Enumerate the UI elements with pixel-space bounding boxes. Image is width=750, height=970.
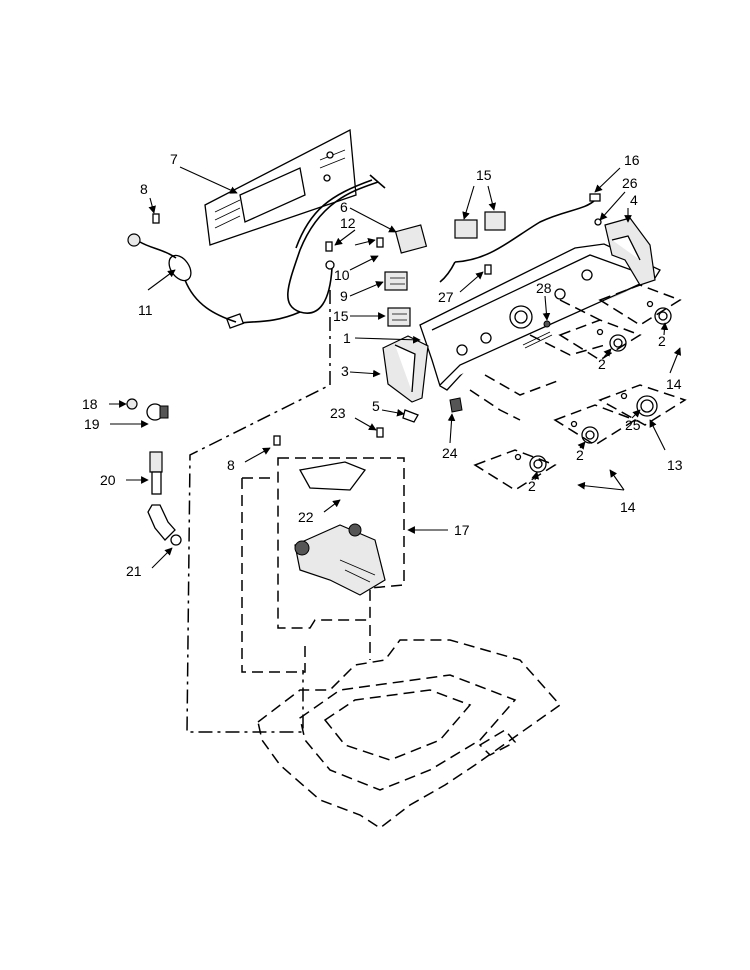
callout-19: 19 bbox=[84, 416, 100, 432]
callout-6: 6 bbox=[340, 199, 348, 215]
callout-5: 5 bbox=[372, 398, 380, 414]
control-console bbox=[419, 243, 661, 391]
knob-guide-lines bbox=[469, 284, 687, 491]
callout-20: 20 bbox=[100, 472, 116, 488]
callout-28: 28 bbox=[536, 280, 552, 296]
console-bracket bbox=[604, 217, 656, 286]
callout-12: 12 bbox=[340, 215, 356, 231]
callout-16: 16 bbox=[624, 152, 640, 168]
callout-15-left: 15 bbox=[333, 308, 349, 324]
callout-17: 17 bbox=[454, 522, 470, 538]
callout-22: 22 bbox=[298, 509, 314, 525]
inlet-hose-assembly bbox=[126, 398, 182, 546]
callout-2-a: 2 bbox=[658, 333, 666, 349]
valve-mounting-box bbox=[186, 290, 405, 733]
callout-21: 21 bbox=[126, 563, 142, 579]
callout-15-top: 15 bbox=[476, 167, 492, 183]
callout-25: 25 bbox=[625, 417, 641, 433]
callout-8-lower: 8 bbox=[227, 457, 235, 473]
knobs bbox=[514, 300, 672, 473]
callout-3: 3 bbox=[341, 363, 349, 379]
selector-switches bbox=[384, 211, 506, 327]
rear-control-panel bbox=[204, 128, 357, 246]
callout-7: 7 bbox=[170, 151, 178, 167]
screws bbox=[152, 213, 492, 446]
callout-2-c: 2 bbox=[576, 447, 584, 463]
console-end-cap bbox=[382, 335, 429, 403]
wiring-harness bbox=[127, 174, 386, 329]
callout-13: 13 bbox=[667, 457, 683, 473]
callout-14-b: 14 bbox=[620, 499, 636, 515]
callout-11: 11 bbox=[138, 302, 153, 318]
callout-14-a: 14 bbox=[666, 376, 682, 392]
callout-1: 1 bbox=[343, 330, 351, 346]
callout-labels: 7 8 11 6 12 10 9 15 1 3 5 15 16 26 4 27 … bbox=[82, 151, 683, 579]
callout-26: 26 bbox=[622, 175, 638, 191]
washer-base-frame bbox=[257, 639, 562, 829]
callout-2-b: 2 bbox=[598, 356, 606, 372]
callout-18: 18 bbox=[82, 396, 98, 412]
callout-10: 10 bbox=[334, 267, 350, 283]
callout-8: 8 bbox=[140, 181, 148, 197]
callout-27: 27 bbox=[438, 289, 454, 305]
callout-9: 9 bbox=[340, 288, 348, 304]
callout-2-d: 2 bbox=[528, 478, 536, 494]
callout-23: 23 bbox=[330, 405, 346, 421]
water-valve-assembly bbox=[294, 461, 386, 596]
callout-24: 24 bbox=[442, 445, 458, 461]
console-wire-harness bbox=[439, 193, 602, 283]
leader-lines bbox=[109, 166, 682, 569]
callout-4: 4 bbox=[630, 192, 638, 208]
